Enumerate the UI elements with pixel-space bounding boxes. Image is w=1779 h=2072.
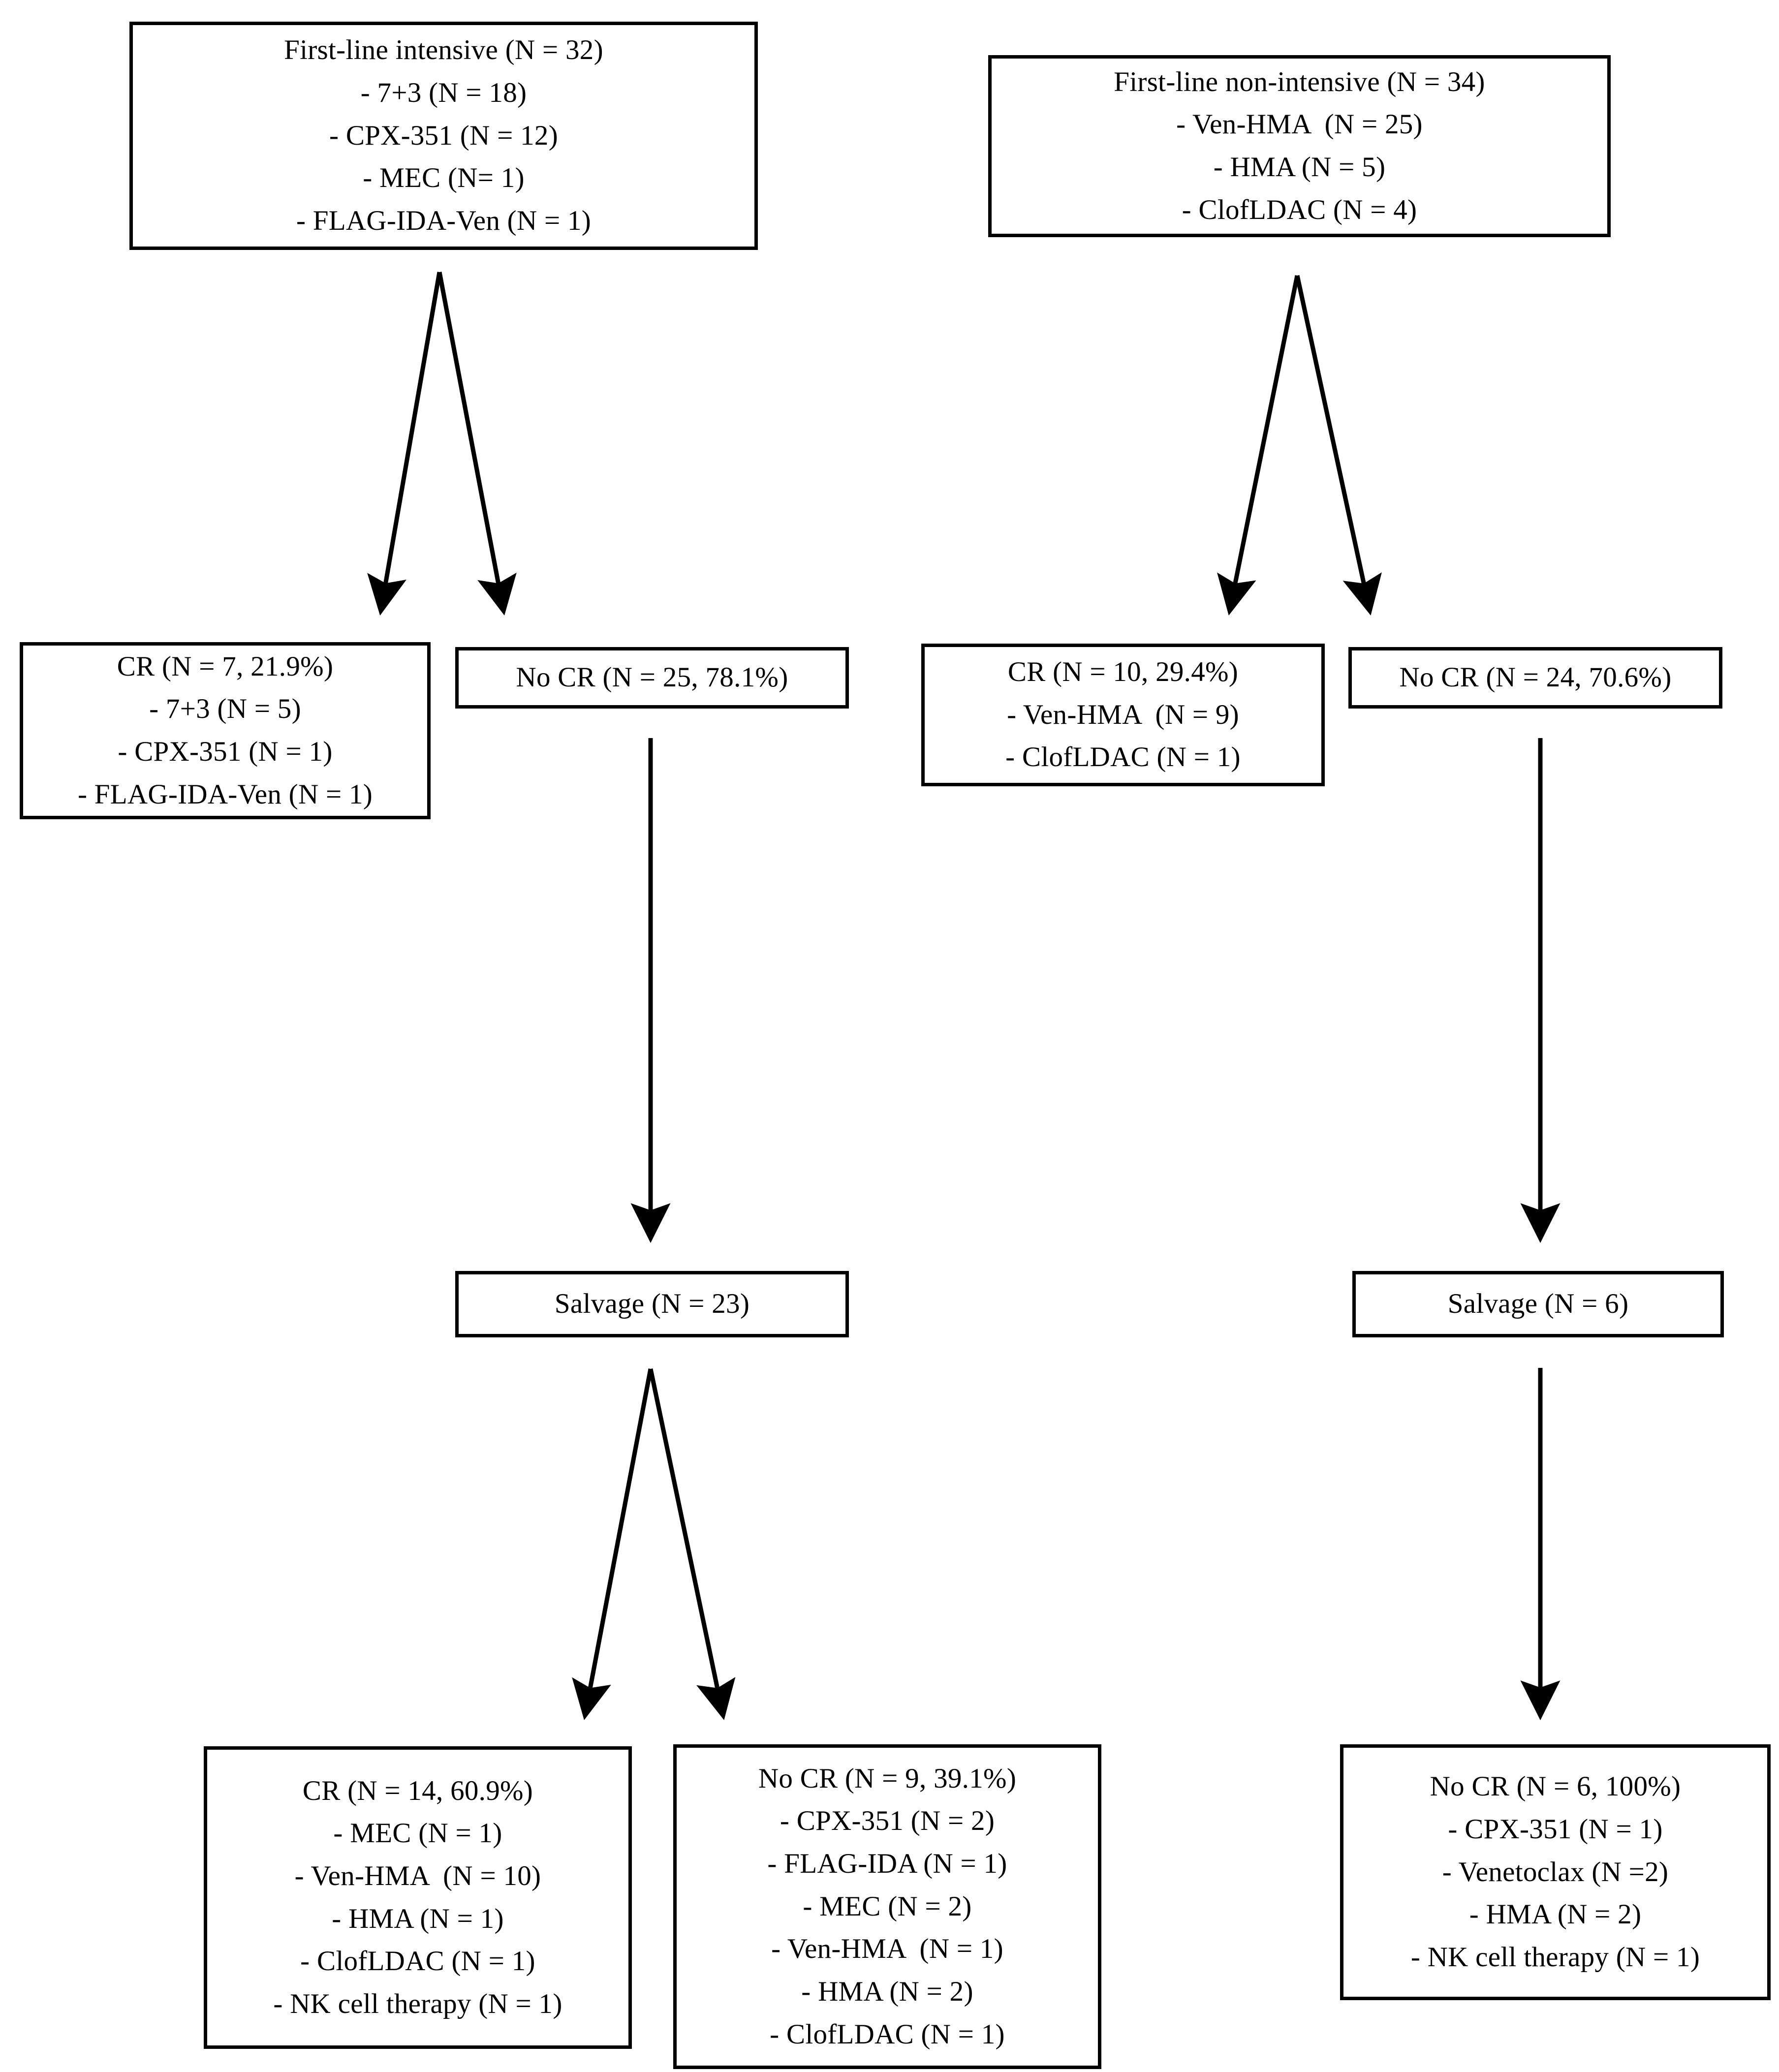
node-line: - HMA (N = 2): [1469, 1899, 1642, 1930]
node-line: No CR (N = 9, 39.1%): [758, 1763, 1017, 1794]
node-line: - ClofLDAC (N = 1): [1005, 742, 1241, 773]
node-line: - MEC (N = 1): [333, 1818, 502, 1849]
node-no-cr-intensive[interactable]: No CR (N = 25, 78.1%): [455, 647, 849, 709]
node-line: First-line intensive (N = 32): [284, 34, 603, 66]
node-line: - Ven-HMA (N = 10): [294, 1860, 541, 1891]
node-no-cr-salvage-non-intensive[interactable]: No CR (N = 6, 100%) - CPX-351 (N = 1) - …: [1340, 1744, 1771, 2000]
node-line: Salvage (N = 23): [554, 1288, 750, 1320]
arrow-intensive-to-cr: [367, 272, 442, 616]
node-line: No CR (N = 24, 70.6%): [1399, 662, 1672, 693]
node-line: - NK cell therapy (N = 1): [273, 1988, 562, 2019]
node-salvage-non-intensive[interactable]: Salvage (N = 6): [1352, 1271, 1724, 1337]
node-line: - NK cell therapy (N = 1): [1410, 1941, 1700, 1973]
node-line: - Ven-HMA (N = 25): [1176, 109, 1423, 140]
arrow-salvage-to-nocr: [648, 1368, 736, 1720]
node-line: - ClofLDAC (N = 1): [300, 1946, 535, 1977]
node-line: - MEC (N = 2): [803, 1890, 972, 1922]
node-line: - CPX-351 (N = 1): [1448, 1814, 1663, 1845]
node-line: - HMA (N = 5): [1213, 152, 1386, 183]
node-line: CR (N = 7, 21.9%): [117, 650, 334, 682]
node-no-cr-salvage[interactable]: No CR (N = 9, 39.1%) - CPX-351 (N = 2) -…: [673, 1744, 1101, 2069]
node-cr-salvage[interactable]: CR (N = 14, 60.9%) - MEC (N = 1) - Ven-H…: [204, 1746, 632, 2049]
node-line: - HMA (N = 1): [332, 1903, 504, 1934]
node-cr-intensive[interactable]: CR (N = 7, 21.9%) - 7+3 (N = 5) - CPX-35…: [20, 642, 431, 819]
node-line: - Ven-HMA (N = 9): [1007, 699, 1239, 730]
node-line: CR (N = 14, 60.9%): [302, 1775, 533, 1806]
node-line: - ClofLDAC (N = 4): [1182, 194, 1417, 225]
node-line: - CPX-351 (N = 2): [780, 1805, 995, 1837]
node-first-line-non-intensive[interactable]: First-line non-intensive (N = 34) - Ven-…: [988, 55, 1611, 237]
arrow-salvage-to-cr: [572, 1368, 653, 1720]
node-line: - 7+3 (N = 5): [149, 693, 301, 725]
arrow-nonintensive-to-nocr: [1295, 275, 1382, 616]
node-line: - FLAG-IDA-Ven (N = 1): [296, 205, 592, 236]
node-line: First-line non-intensive (N = 34): [1114, 66, 1485, 97]
arrow-nonintensive-to-cr: [1217, 275, 1300, 616]
node-line: - ClofLDAC (N = 1): [770, 2018, 1005, 2050]
node-line: No CR (N = 6, 100%): [1430, 1771, 1681, 1802]
node-salvage-intensive[interactable]: Salvage (N = 23): [455, 1271, 849, 1337]
node-first-line-intensive[interactable]: First-line intensive (N = 32) - 7+3 (N =…: [129, 22, 758, 250]
node-line: - Ven-HMA (N = 1): [771, 1933, 1003, 1965]
node-no-cr-non-intensive[interactable]: No CR (N = 24, 70.6%): [1348, 647, 1722, 709]
node-line: - FLAG-IDA (N = 1): [767, 1848, 1007, 1880]
node-line: - HMA (N = 2): [801, 1976, 973, 2007]
node-cr-non-intensive[interactable]: CR (N = 10, 29.4%) - Ven-HMA (N = 9) - C…: [921, 644, 1325, 786]
node-line: - 7+3 (N = 18): [360, 77, 527, 109]
node-line: - MEC (N= 1): [363, 162, 525, 194]
node-line: - Venetoclax (N =2): [1442, 1856, 1669, 1887]
node-line: - CPX-351 (N = 12): [329, 120, 559, 151]
node-line: - FLAG-IDA-Ven (N = 1): [77, 778, 373, 810]
node-line: CR (N = 10, 29.4%): [1007, 656, 1239, 688]
arrow-intensive-to-nocr: [437, 272, 517, 616]
node-line: No CR (N = 25, 78.1%): [516, 662, 788, 693]
node-line: - CPX-351 (N = 1): [118, 736, 333, 767]
node-line: Salvage (N = 6): [1447, 1288, 1629, 1320]
